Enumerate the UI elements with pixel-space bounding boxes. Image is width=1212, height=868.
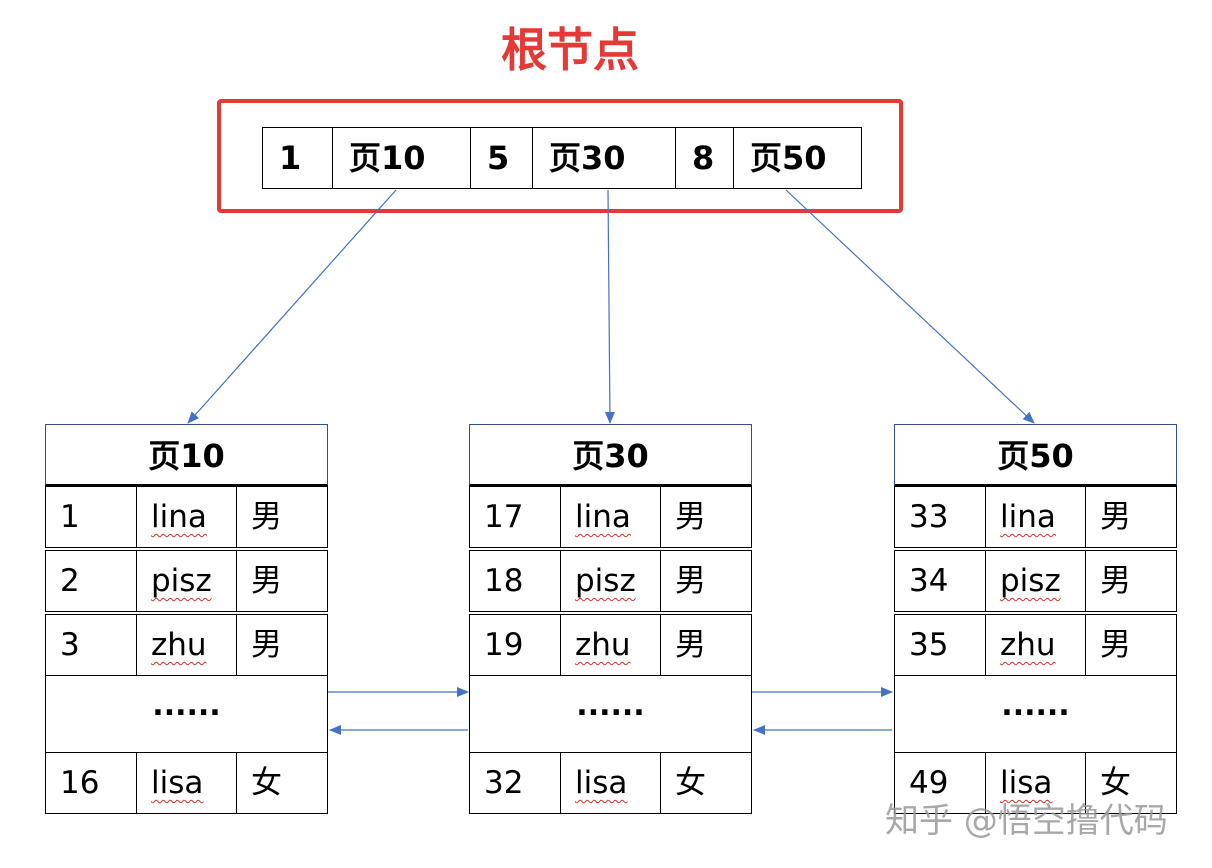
row-name: lisa [986, 753, 1086, 813]
row-name: zhu [986, 615, 1086, 675]
row-name: pisz [561, 551, 661, 611]
row-gender: 男 [675, 627, 706, 663]
row-name-text: lisa [575, 765, 628, 801]
row-name-text: lina [1000, 499, 1056, 535]
row-id: 49 [895, 753, 986, 813]
leaf-page-30: 页30 17 lina 男 18 pisz 男 19 zhu 男 ...... … [469, 424, 752, 814]
root-node-row: 1 页10 5 页30 8 页50 [262, 127, 862, 189]
page-title: 页50 [894, 424, 1177, 486]
row-gender: 男 [1100, 499, 1131, 535]
row-name: zhu [137, 615, 237, 675]
root-node-title: 根节点 [501, 23, 639, 77]
row-gender: 男 [1100, 627, 1131, 663]
row-name: lina [561, 487, 661, 547]
table-row-last: 32 lisa 女 [469, 752, 752, 814]
row-name: lina [986, 487, 1086, 547]
row-name-text: lisa [1000, 765, 1053, 801]
row-gender: 男 [675, 563, 706, 599]
row-gender: 男 [675, 499, 706, 535]
row-id: 19 [470, 615, 561, 675]
row-id: 18 [470, 551, 561, 611]
table-row: 1 lina 男 [45, 486, 328, 548]
row-id: 16 [46, 753, 137, 813]
root-key-cell: 1 [263, 128, 333, 188]
row-name-text: zhu [151, 627, 207, 663]
root-key-cell: 5 [471, 128, 533, 188]
row-name: zhu [561, 615, 661, 675]
row-name-text: pisz [1000, 563, 1061, 599]
row-id: 34 [895, 551, 986, 611]
root-pointer-cell: 页10 [333, 128, 471, 188]
row-id: 3 [46, 615, 137, 675]
row-id: 1 [46, 487, 137, 547]
leaf-page-10: 页10 1 lina 男 2 pisz 男 3 zhu 男 ...... 16 … [45, 424, 328, 814]
row-id: 2 [46, 551, 137, 611]
row-id: 33 [895, 487, 986, 547]
watermark: 知乎 @悟空撸代码 [885, 801, 1168, 841]
table-row: 18 pisz 男 [469, 550, 752, 612]
table-row: 33 lina 男 [894, 486, 1177, 548]
root-to-page10-arrow [187, 189, 397, 424]
leaf-page-50: 页50 33 lina 男 34 pisz 男 35 zhu 男 ...... … [894, 424, 1177, 814]
row-gender: 女 [675, 765, 706, 801]
table-row-last: 16 lisa 女 [45, 752, 328, 814]
row-gender: 男 [1100, 563, 1131, 599]
root-to-page30-arrow [604, 189, 615, 424]
ellipsis-row: ...... [469, 676, 752, 752]
row-name: pisz [137, 551, 237, 611]
ellipsis-row: ...... [45, 676, 328, 752]
root-node-highlight-frame [217, 99, 903, 213]
row-id: 17 [470, 487, 561, 547]
row-name: lisa [561, 753, 661, 813]
row-name-text: pisz [151, 563, 212, 599]
table-row: 17 lina 男 [469, 486, 752, 548]
row-name: lisa [137, 753, 237, 813]
page-title: 页30 [469, 424, 752, 486]
row-name-text: lina [575, 499, 631, 535]
row-name-text: pisz [575, 563, 636, 599]
root-key-cell: 8 [676, 128, 734, 188]
root-to-page50-arrow [785, 189, 1035, 424]
ellipsis-row: ...... [894, 676, 1177, 752]
table-row: 35 zhu 男 [894, 614, 1177, 676]
row-name-text: lisa [151, 765, 204, 801]
table-row: 34 pisz 男 [894, 550, 1177, 612]
table-row: 3 zhu 男 [45, 614, 328, 676]
row-gender: 女 [1100, 765, 1131, 801]
row-name-text: zhu [1000, 627, 1056, 663]
table-row: 19 zhu 男 [469, 614, 752, 676]
row-gender: 男 [251, 563, 282, 599]
row-gender: 男 [251, 499, 282, 535]
row-name-text: lina [151, 499, 207, 535]
row-id: 32 [470, 753, 561, 813]
table-row: 2 pisz 男 [45, 550, 328, 612]
table-row-last: 49 lisa 女 [894, 752, 1177, 814]
row-name: lina [137, 487, 237, 547]
row-gender: 女 [251, 765, 282, 801]
row-gender: 男 [251, 627, 282, 663]
row-id: 35 [895, 615, 986, 675]
row-name: pisz [986, 551, 1086, 611]
root-pointer-cell: 页50 [750, 139, 827, 177]
page-title: 页10 [45, 424, 328, 486]
row-name-text: zhu [575, 627, 631, 663]
root-pointer-cell: 页30 [533, 128, 676, 188]
